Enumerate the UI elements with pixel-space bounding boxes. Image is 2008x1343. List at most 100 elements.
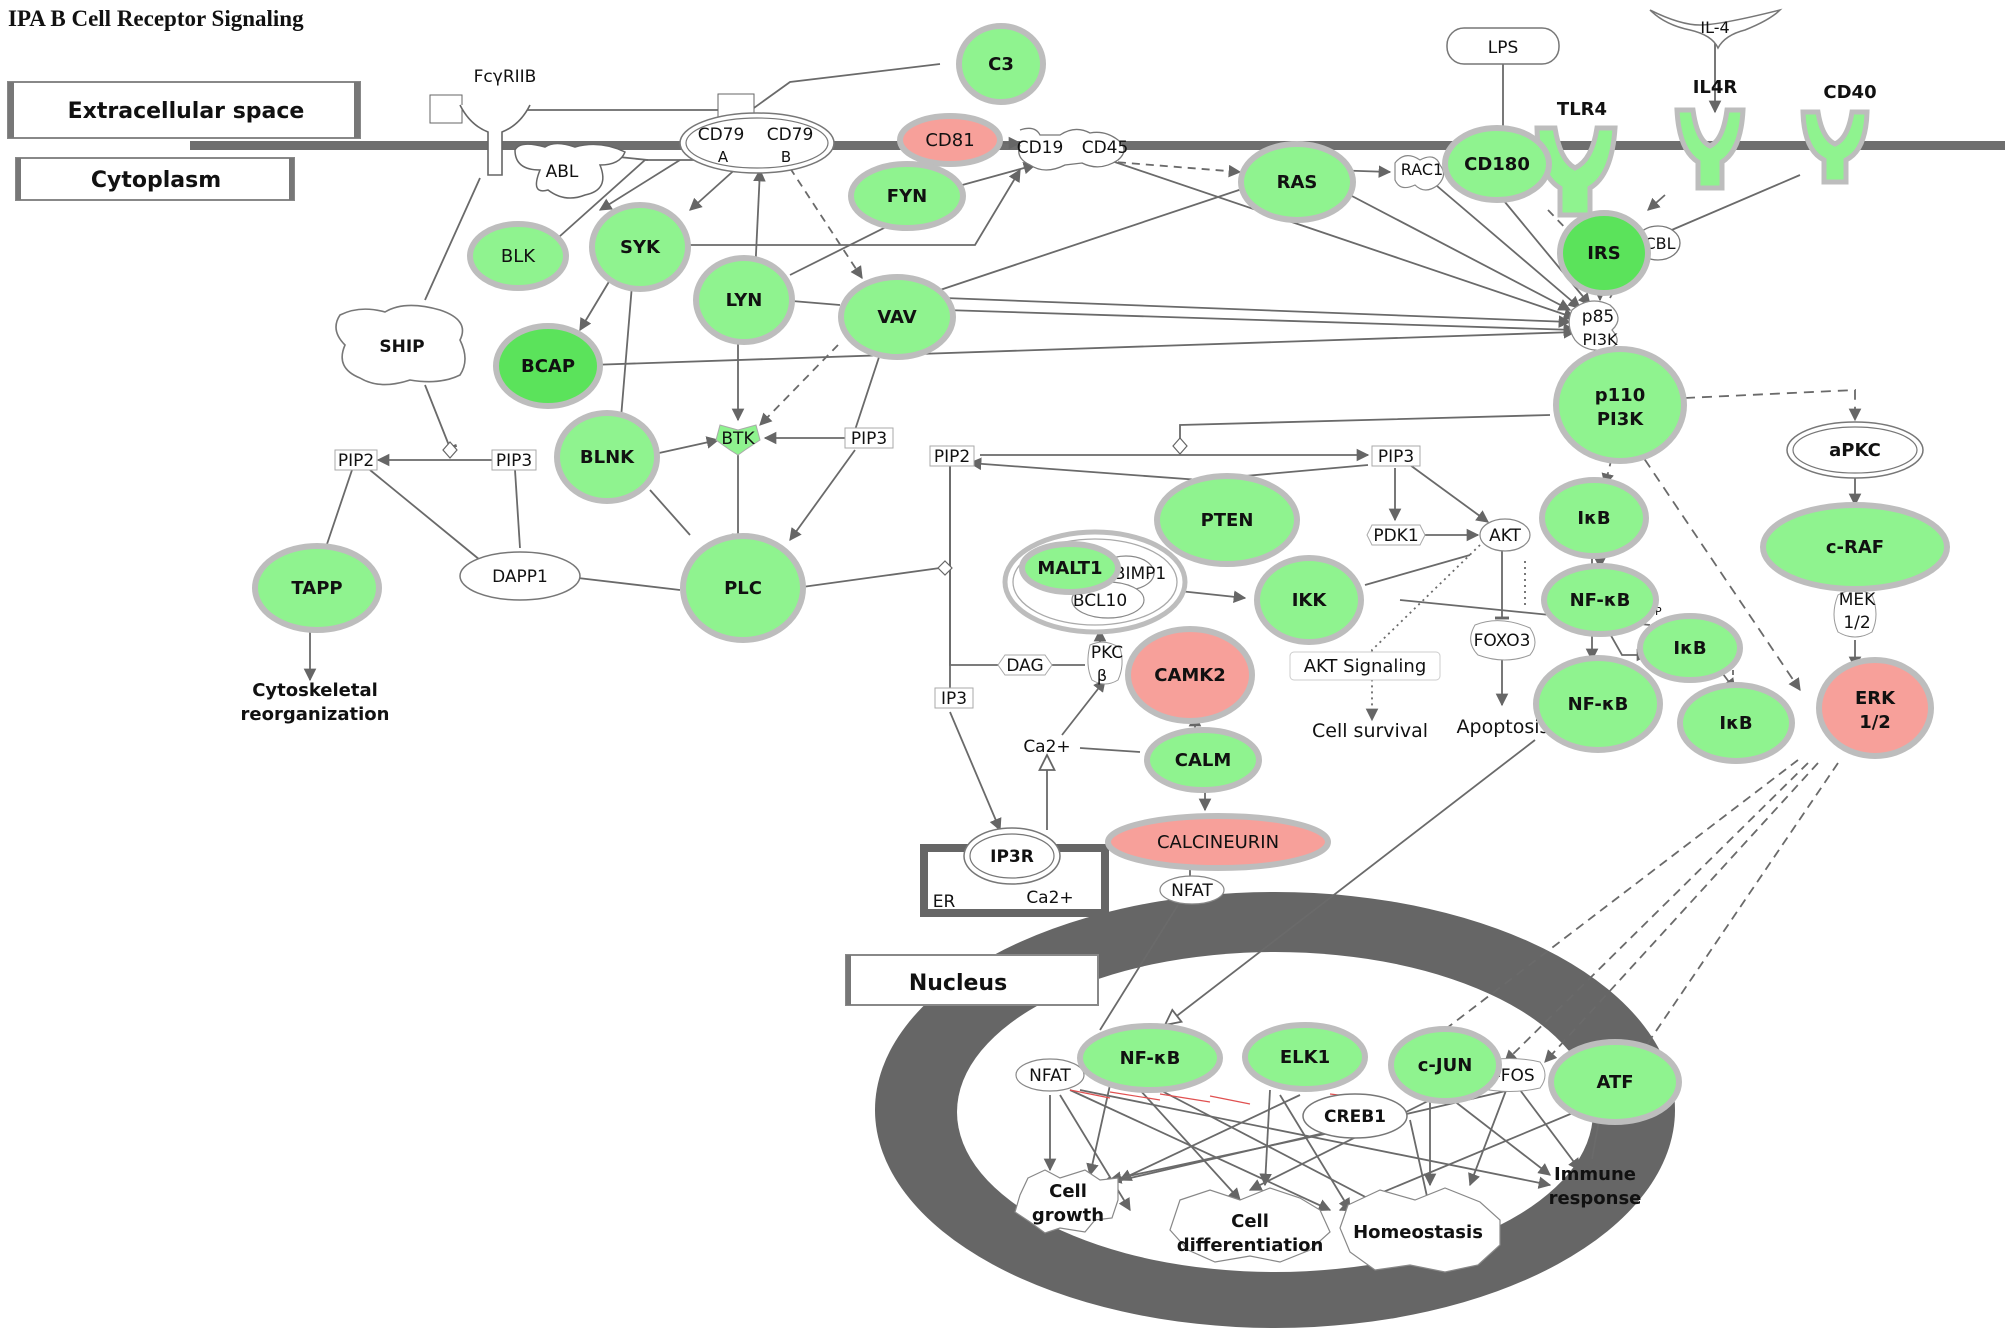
ca-er-node[interactable]: Ca2+: [1026, 888, 1073, 908]
irs-node[interactable]: IRS: [1557, 210, 1651, 296]
cell-growth-label-1: Cell: [1049, 1181, 1087, 1202]
pdk1-node[interactable]: PDK1: [1366, 524, 1426, 546]
camk2-node[interactable]: CAMK2: [1125, 626, 1255, 724]
vav-node[interactable]: VAV: [838, 274, 956, 360]
ca-cyto-label: Ca2+: [1023, 737, 1070, 757]
cd180-label: CD180: [1464, 154, 1530, 175]
ikb2-node[interactable]: IκB: [1637, 613, 1743, 683]
pten-node[interactable]: PTEN: [1154, 473, 1300, 567]
cd81-shape: [897, 113, 1003, 167]
elk1-node[interactable]: ELK1: [1242, 1022, 1368, 1092]
cjun-node[interactable]: c-JUN: [1388, 1026, 1502, 1104]
syk-label: SYK: [620, 237, 661, 258]
craf-node[interactable]: c-RAF: [1760, 502, 1950, 592]
immune-label-1: Immune: [1554, 1164, 1636, 1185]
apoptosis-node[interactable]: Apoptosis: [1457, 716, 1550, 738]
mek-label-2: 1/2: [1843, 613, 1870, 633]
pip2-right-node[interactable]: PIP2: [929, 445, 975, 467]
ikb3-node[interactable]: IκB: [1677, 682, 1795, 764]
mek-node[interactable]: MEK 1/2: [1833, 589, 1877, 638]
ikk-node[interactable]: IKK: [1254, 555, 1364, 645]
apkc-node[interactable]: aPKC: [1786, 421, 1924, 479]
nfkb2-node[interactable]: NF-κB: [1533, 655, 1663, 753]
ikb3-shape: [1677, 682, 1795, 764]
ras-node[interactable]: RAS: [1238, 141, 1356, 223]
calm-node[interactable]: CALM: [1144, 727, 1262, 793]
lyn-label: LYN: [726, 290, 763, 311]
nfkb1-node[interactable]: NF-κB: [1541, 563, 1659, 637]
ikb1-node[interactable]: IκB: [1539, 477, 1649, 559]
akt-signaling-node[interactable]: AKT Signaling: [1289, 651, 1441, 681]
atf-node[interactable]: ATF: [1548, 1039, 1682, 1125]
nfkb-nuc-shape: [1077, 1023, 1223, 1093]
vav-label: VAV: [877, 307, 916, 328]
blk-node[interactable]: BLK: [467, 221, 569, 291]
p85-pi3k-node[interactable]: p85 PI3K: [1568, 300, 1619, 351]
cd180-node[interactable]: CD180: [1442, 125, 1552, 203]
ca-cyto-node[interactable]: Ca2+: [1023, 737, 1070, 757]
foxo3-node[interactable]: FOXO3: [1470, 620, 1536, 661]
akt-label: AKT: [1489, 526, 1521, 546]
pip2-left-node[interactable]: PIP2: [334, 449, 378, 471]
blnk-shape: [554, 410, 660, 504]
ship-node[interactable]: SHIP: [335, 304, 466, 386]
elk1-shape: [1242, 1022, 1368, 1092]
calcineurin-node[interactable]: CALCINEURIN: [1105, 813, 1331, 871]
cd79b-label-1: CD79: [767, 125, 814, 145]
cytoskeletal-outcome: Cytoskeletal reorganization: [241, 680, 390, 725]
ip3-node[interactable]: IP3: [934, 687, 974, 709]
syk-shape: [589, 202, 691, 292]
malt1-node[interactable]: MALT1: [1019, 541, 1121, 595]
il4r-node[interactable]: IL4R: [1674, 77, 1746, 191]
cd81-node[interactable]: CD81: [897, 113, 1003, 167]
cd180-shape: [1442, 125, 1552, 203]
tlr4-node[interactable]: TLR4: [1534, 99, 1618, 218]
cd19-cd45-node[interactable]: CD19 CD45: [1017, 127, 1129, 171]
cd40-node[interactable]: CD40: [1800, 82, 1877, 185]
erk-label: ERK: [1855, 688, 1896, 709]
lps-node[interactable]: LPS: [1446, 27, 1560, 65]
akt-signaling-label: AKT Signaling: [1304, 656, 1427, 677]
bimp1-label: BIMP1: [1114, 564, 1166, 584]
plc-node[interactable]: PLC: [680, 533, 806, 643]
creb1-node[interactable]: CREB1: [1302, 1093, 1408, 1139]
cell-survival-node[interactable]: Cell survival: [1312, 720, 1428, 742]
dag-node[interactable]: DAG: [997, 654, 1053, 676]
blnk-node[interactable]: BLNK: [554, 410, 660, 504]
btk-node[interactable]: BTK: [715, 424, 761, 456]
homeostasis-label: Homeostasis: [1353, 1222, 1483, 1243]
il4-node[interactable]: IL-4: [1649, 8, 1783, 50]
akt-node[interactable]: AKT: [1479, 518, 1531, 552]
pip3-left-node[interactable]: PIP3: [491, 449, 537, 471]
nfkb-nuc-node[interactable]: NF-κB: [1077, 1023, 1223, 1093]
pip3-right-node[interactable]: PIP3: [1371, 445, 1421, 467]
cd79-complex-node[interactable]: CD79 A CD79 B: [679, 112, 835, 174]
junction-diamonds: [442, 437, 1188, 576]
abl-node[interactable]: ABL: [514, 142, 626, 199]
pkc-beta-node[interactable]: PKC β: [1087, 641, 1123, 685]
tapp-node[interactable]: TAPP: [252, 543, 382, 633]
page-title: IPA B Cell Receptor Signaling: [8, 6, 304, 31]
syk-node[interactable]: SYK: [589, 202, 691, 292]
c3-shape: [956, 23, 1046, 105]
ip3r-node[interactable]: IP3R: [963, 827, 1061, 885]
pkc-label-1: PKC: [1091, 643, 1123, 663]
bcap-node[interactable]: BCAP: [493, 323, 603, 409]
lyn-node[interactable]: LYN: [693, 255, 795, 345]
pip3-mid-node[interactable]: PIP3: [844, 427, 894, 449]
pip3-left-label: PIP3: [496, 451, 532, 471]
nfat-cyto-node[interactable]: NFAT: [1159, 875, 1225, 905]
bcl10-label: BCL10: [1073, 591, 1127, 611]
nfkb2-label: NF-κB: [1568, 694, 1629, 715]
nfat-nuc-node[interactable]: NFAT: [1015, 1058, 1085, 1092]
calcineurin-label: CALCINEURIN: [1157, 832, 1279, 853]
fyn-node[interactable]: FYN: [848, 161, 966, 231]
er-label: ER: [933, 892, 956, 912]
c3-node[interactable]: C3: [956, 23, 1046, 105]
rac1-node[interactable]: RAC1: [1394, 155, 1445, 191]
dapp1-node[interactable]: DAPP1: [459, 551, 581, 601]
p110-label: p110: [1595, 385, 1645, 406]
cd19-label: CD19: [1017, 138, 1064, 158]
